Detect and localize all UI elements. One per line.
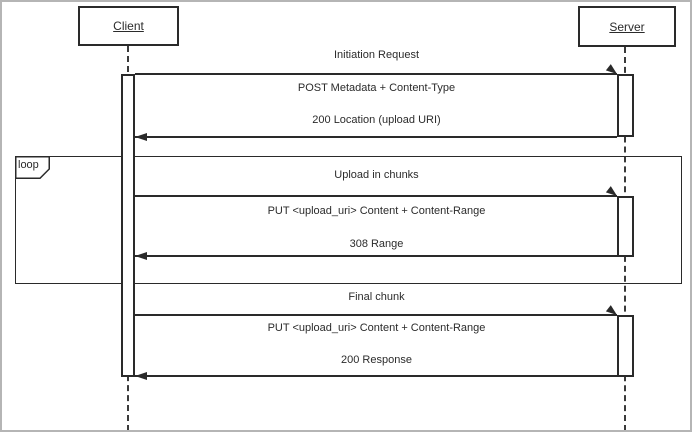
loop-label-pentagon — [15, 156, 50, 179]
response-arrowhead-icon-2 — [135, 252, 147, 260]
loop-fragment-frame — [15, 156, 682, 284]
response-arrowhead-icon-3 — [135, 372, 147, 380]
section-title-final-chunk: Final chunk — [348, 291, 405, 303]
actor-label-client: Client — [113, 19, 144, 33]
response-line-2 — [135, 252, 617, 260]
response-arrowhead-icon-1 — [135, 133, 147, 141]
response-label-2: 308 Range — [349, 238, 404, 250]
section-title-upload-chunks: Upload in chunks — [334, 169, 419, 181]
request-label-3: PUT <upload_uri> Content + Content-Range — [267, 322, 486, 334]
request-label-2: PUT <upload_uri> Content + Content-Range — [267, 205, 486, 217]
loop-fragment-label: loop — [18, 159, 39, 171]
response-label-3: 200 Response — [341, 354, 412, 366]
section-title-initiation: Initiation Request — [334, 49, 419, 61]
response-label-1: 200 Location (upload URI) — [312, 114, 441, 126]
request-line-2 — [135, 186, 620, 200]
actor-label-server: Server — [609, 19, 645, 34]
actor-box-client: Client — [78, 6, 179, 46]
request-label-1: POST Metadata + Content-Type — [297, 82, 456, 94]
activation-bar-client — [121, 74, 135, 377]
response-line-1 — [135, 133, 617, 141]
activation-bar-server-2 — [617, 196, 634, 257]
request-line-3 — [135, 305, 620, 319]
response-line-3 — [135, 372, 617, 380]
activation-bar-server-3 — [617, 315, 634, 377]
actor-box-server: Server — [578, 6, 676, 47]
request-line-1 — [135, 64, 620, 78]
activation-bar-server-1 — [617, 74, 634, 137]
